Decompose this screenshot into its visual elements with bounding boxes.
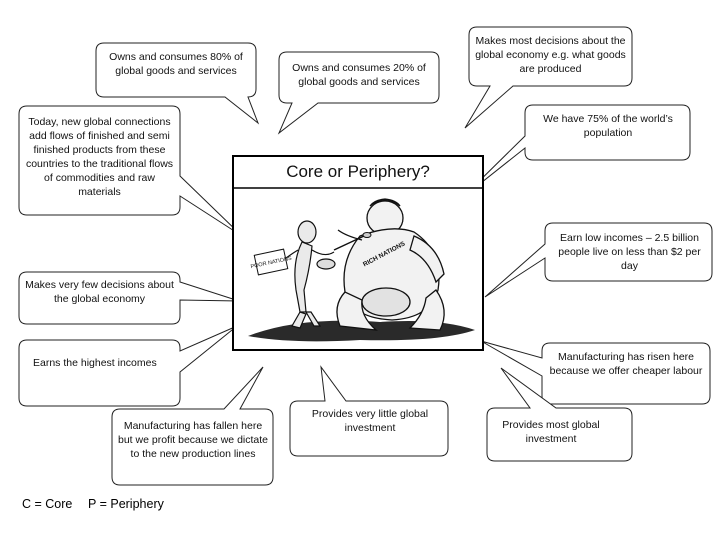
bubble-b11-text: Provides very little global investment bbox=[300, 407, 440, 435]
bubble-b4-text: Today, new global connections add flows … bbox=[23, 115, 176, 199]
bubble-b10-text: Manufacturing has fallen here but we pro… bbox=[118, 419, 268, 461]
bubble-b12-text: Provides most global investment bbox=[491, 418, 611, 446]
legend-periphery: P = Periphery bbox=[88, 497, 164, 511]
bubble-b5-text: We have 75% of the world’s population bbox=[533, 112, 683, 140]
bubble-b7-text: Makes very few decisions about the globa… bbox=[23, 278, 176, 306]
bubble-b9-text: Manufacturing has risen here because we … bbox=[546, 350, 706, 378]
bubble-b2-text: Owns and consumes 20% of global goods an… bbox=[283, 61, 435, 89]
bubble-b8-text: Earns the highest incomes bbox=[23, 356, 161, 370]
bubble-b3-text: Makes most decisions about the global ec… bbox=[473, 34, 628, 76]
bubble-b6-text: Earn low incomes – 2.5 billion people li… bbox=[551, 231, 708, 273]
legend-core: C = Core bbox=[22, 497, 72, 511]
diagram-title: Core or Periphery? bbox=[233, 156, 483, 188]
bubble-b1-text: Owns and consumes 80% of global goods an… bbox=[100, 50, 252, 78]
